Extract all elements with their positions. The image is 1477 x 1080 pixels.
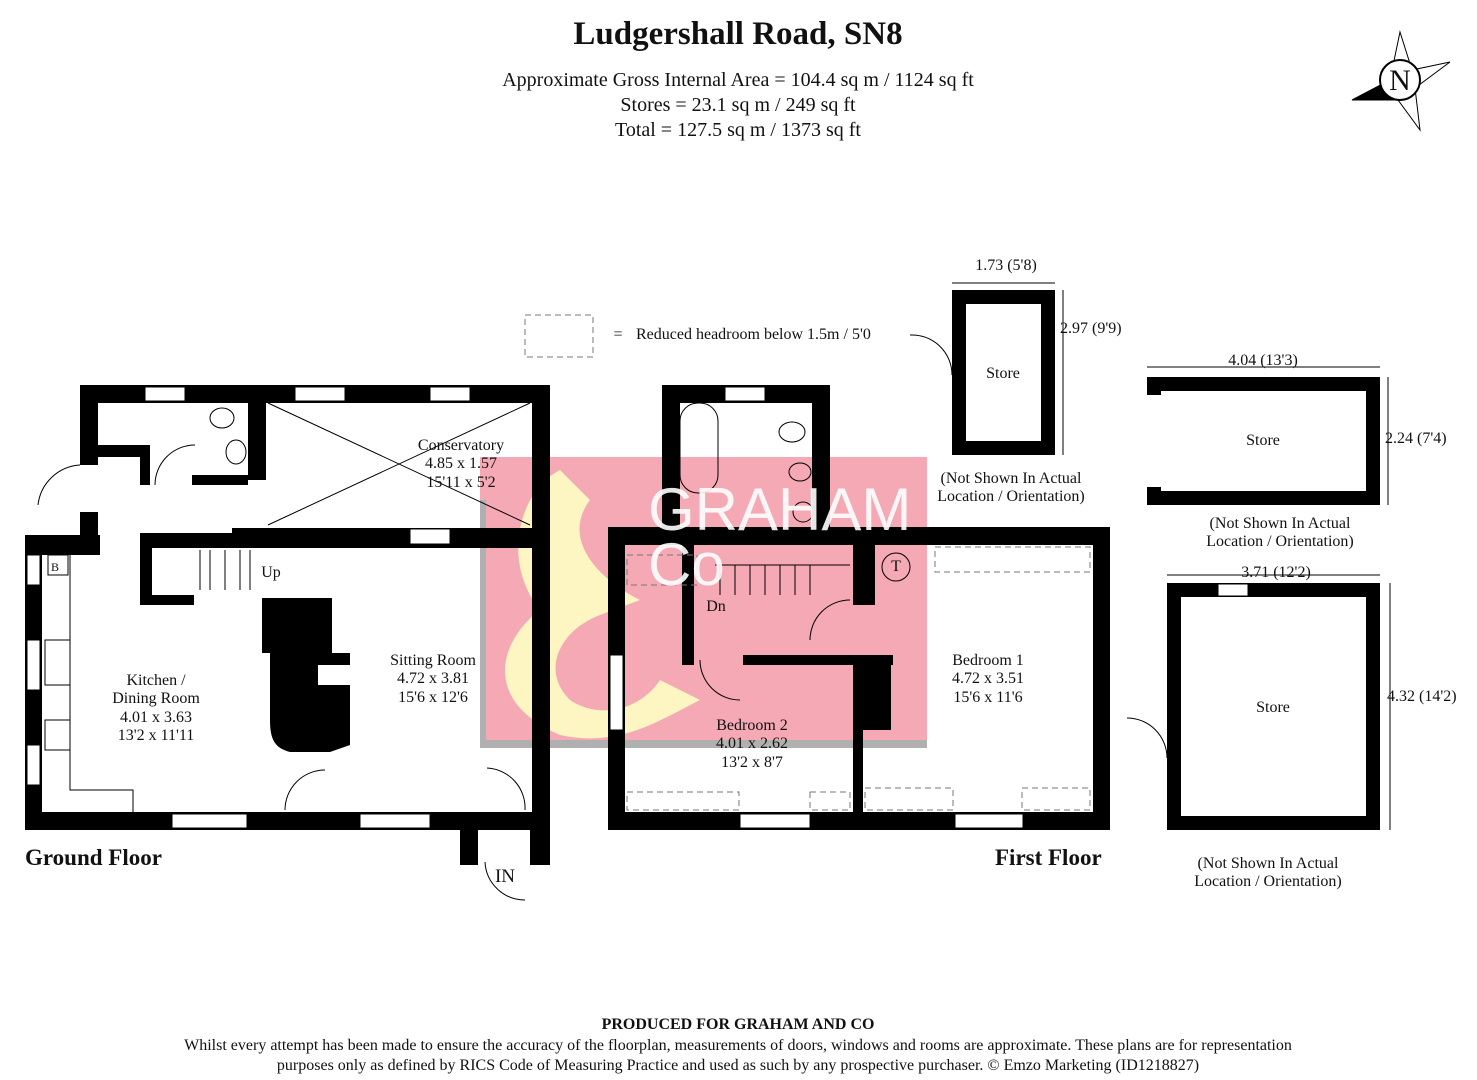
store-1-name: Store <box>986 365 1020 382</box>
ground-floor-label: Ground Floor <box>25 845 162 870</box>
store-3-depth: 4.32 (14'2) <box>1387 688 1457 705</box>
legend-text: Reduced headroom below 1.5m / 5'0 <box>636 326 871 343</box>
footer-disclaimer-2: purposes only as defined by RICS Code of… <box>276 1057 1200 1074</box>
tank-label: T <box>891 558 901 575</box>
entrance-label: IN <box>494 866 516 887</box>
watermark-logo <box>480 457 927 748</box>
store-2-name: Store <box>1246 432 1280 449</box>
store-2-width: 4.04 (13'3) <box>1228 352 1298 369</box>
first-floor-label: First Floor <box>995 845 1102 870</box>
store-3-width: 3.71 (12'2) <box>1241 564 1311 581</box>
watermark-text-co: Co <box>648 531 725 598</box>
page-title: Ludgershall Road, SN8 <box>573 16 903 52</box>
store-dimension-lines <box>909 282 1391 830</box>
store-2-depth: 2.24 (7'4) <box>1385 430 1447 447</box>
store-1-depth: 2.97 (9'9) <box>1060 320 1122 337</box>
total-area: Total = 127.5 sq m / 1373 sq ft <box>615 119 861 141</box>
store-plans <box>952 290 1380 830</box>
store-3-name: Store <box>1256 699 1290 716</box>
stairs-down-label: Dn <box>706 598 726 615</box>
reduced-headroom-symbol <box>524 314 594 358</box>
legend-equals: = <box>613 326 623 343</box>
watermark-text: GRAHAM <box>648 476 912 543</box>
stairs-up-label: Up <box>261 564 281 581</box>
compass-north-label: N <box>1389 64 1411 97</box>
gross-area: Approximate Gross Internal Area = 104.4 … <box>502 69 974 91</box>
first-floor-plan <box>608 385 1110 830</box>
footer-producer: PRODUCED FOR GRAHAM AND CO <box>601 1016 875 1033</box>
stores-area: Stores = 23.1 sq m / 249 sq ft <box>620 94 856 116</box>
footer-disclaimer-1: Whilst every attempt has been made to en… <box>184 1037 1292 1054</box>
boiler-label: B <box>50 560 60 574</box>
north-compass-icon <box>1351 30 1451 132</box>
store-1-width: 1.73 (5'8) <box>975 257 1037 274</box>
ground-floor-plan <box>25 385 550 901</box>
